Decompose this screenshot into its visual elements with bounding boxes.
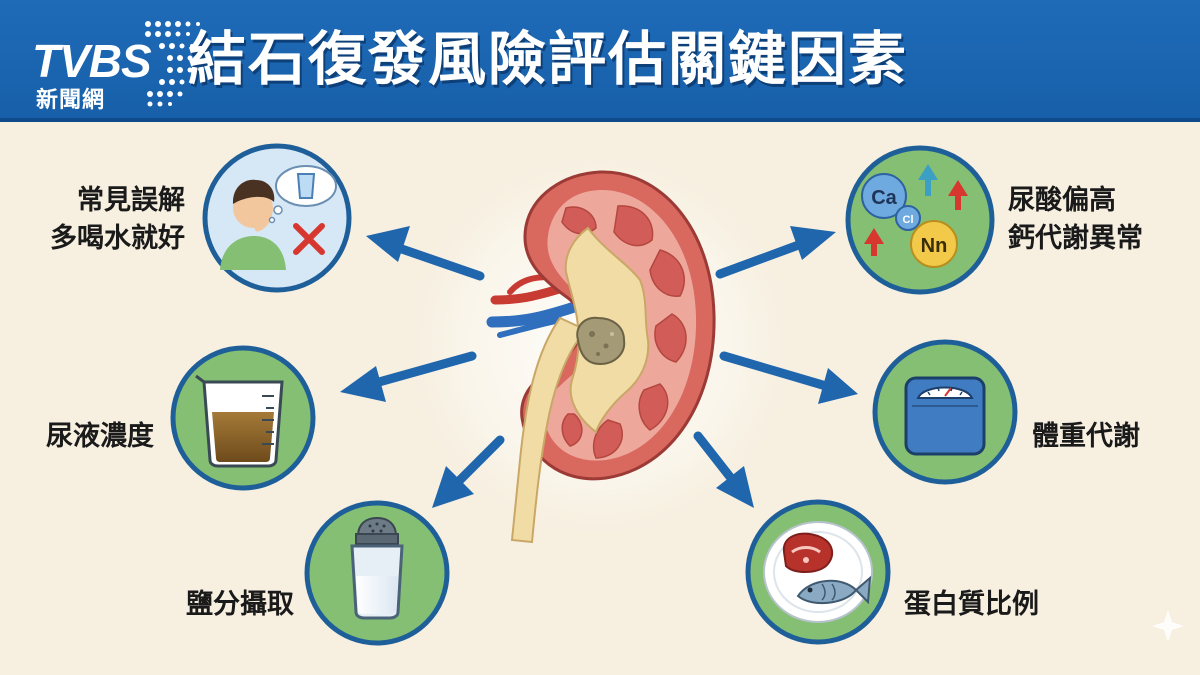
label-misconception-line2: 多喝水就好 (50, 223, 185, 254)
water-glass-thought-icon (268, 165, 337, 224)
ion-calcium-label: Ca (871, 187, 897, 209)
salt-shaker-icon (350, 516, 404, 620)
logo-subtitle: 新聞網 (36, 88, 106, 113)
arrow-to-urine-concentration (340, 351, 477, 402)
protein-ratio-icon-circle (745, 499, 891, 645)
uric-acid-calcium-icon-circle: Ca Cl Nn (845, 145, 995, 295)
label-misconception-line1: 常見誤解 (77, 185, 185, 216)
arrow-to-salt-intake (432, 435, 505, 508)
arrow-to-weight-metabolism (719, 351, 858, 404)
ion-chloride-label: Cl (903, 214, 914, 226)
salt-intake-icon-circle (304, 500, 450, 646)
weight-scale-icon (904, 376, 986, 456)
arrow-to-uric-acid-calcium (715, 226, 836, 279)
logo-dot-pattern-icon (145, 21, 202, 107)
kidney-stone-icon (576, 316, 626, 366)
arrow-to-misconception (366, 226, 485, 281)
label-salt-intake-line1: 鹽分攝取 (186, 589, 294, 620)
label-uric-acid-calcium-line2: 鈣代謝異常 (1008, 223, 1143, 254)
tvbs-logo: TVBS 新聞網 (22, 14, 202, 114)
ion-molecules-icon: Ca Cl Nn (861, 173, 958, 268)
label-weight-metabolism-line1: 體重代謝 (1032, 421, 1140, 452)
label-misconception: 常見誤解 多喝水就好 (50, 182, 185, 258)
increase-arrows-icon (864, 164, 968, 256)
label-uric-acid-calcium-line1: 尿酸偏高 (1008, 185, 1116, 216)
weight-metabolism-icon-circle (872, 339, 1018, 485)
label-salt-intake: 鹽分攝取 (186, 586, 294, 624)
label-urine-concentration: 尿液濃度 (46, 418, 154, 456)
header-banner: TVBS 新聞網 結石復發風險評估關鍵因素 (0, 0, 1200, 122)
fish-icon (796, 575, 872, 605)
ion-sodium-label: Nn (921, 235, 948, 257)
steak-icon (782, 532, 834, 573)
measuring-beaker-icon (195, 374, 284, 468)
page-title: 結石復發風險評估關鍵因素 (188, 25, 909, 93)
kidney-illustration (486, 170, 716, 544)
logo-wordmark: TVBS (32, 35, 152, 87)
cross-mark-icon (293, 223, 325, 255)
arrow-to-protein-ratio (693, 431, 754, 508)
label-weight-metabolism: 體重代謝 (1032, 418, 1140, 456)
label-protein-ratio: 蛋白質比例 (904, 586, 1039, 624)
arrows (340, 226, 858, 508)
thinking-person-icon (220, 179, 286, 270)
misconception-icon-circle (202, 143, 352, 293)
label-urine-concentration-line1: 尿液濃度 (46, 421, 154, 452)
urine-concentration-icon-circle (170, 345, 316, 491)
label-uric-acid-calcium: 尿酸偏高 鈣代謝異常 (1008, 182, 1143, 258)
sparkle-icon (1152, 610, 1184, 642)
label-protein-ratio-line1: 蛋白質比例 (904, 589, 1039, 620)
